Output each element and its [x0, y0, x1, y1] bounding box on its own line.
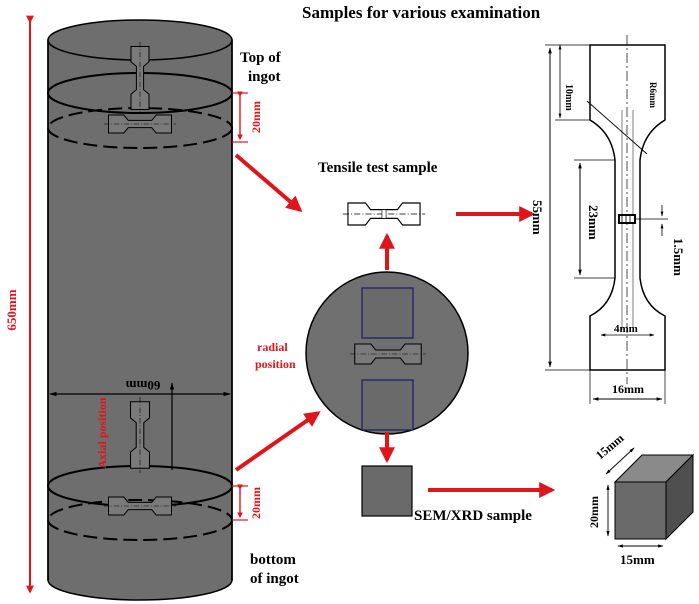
dim-r6-label: R6mm [648, 82, 658, 108]
slice-top-label: 20mm [249, 101, 263, 133]
radial-line2: position [255, 357, 296, 371]
tensile-detail-drawing: R6mm 55mm 10mm 23mm 1.5mm 4mm 16mm [530, 35, 686, 404]
cube-15-top-label: 15mm [593, 431, 627, 462]
cube-20-label: 20mm [587, 496, 601, 528]
axial-position-label: Axial position [95, 397, 109, 468]
sem-xrd-label: SEM/XRD sample [414, 508, 532, 524]
dim-1-5-label: 1.5mm [671, 238, 686, 276]
ingot-cylinder [47, 19, 233, 601]
dim-16-label: 16mm [612, 382, 644, 396]
top-of-ingot-line2: ingot [248, 69, 281, 85]
top-of-ingot-line1: Top of [240, 50, 282, 66]
cube-15-bottom-label: 15mm [620, 552, 655, 567]
sem-xrd-cube: 15mm 20mm 15mm [587, 431, 695, 567]
dim-23-label: 23mm [586, 205, 601, 240]
bottom-of-ingot-line1: bottom [250, 552, 296, 568]
dim-4-label: 4mm [614, 323, 638, 335]
diagram-title: Samples for various examination [302, 3, 541, 22]
radial-disc [305, 271, 469, 435]
dim-55-label: 55mm [530, 200, 545, 235]
tensile-sample-drawing [342, 202, 426, 226]
bottom-of-ingot-line2: of ingot [250, 571, 299, 587]
radial-line1: radial [257, 340, 288, 354]
height-dimension: 650mm [4, 15, 34, 594]
slice-bottom-label: 20mm [249, 487, 263, 519]
red-arrows [234, 153, 556, 498]
dim-10-label: 10mm [563, 84, 574, 111]
height-label: 650mm [4, 289, 19, 330]
diameter-label: 60mm [126, 378, 161, 393]
slice-bottom-dimension: 20mm [232, 484, 263, 521]
tensile-sample-label: Tensile test sample [318, 160, 438, 176]
diameter-dimension: 60mm [49, 378, 231, 470]
sem-xrd-square [361, 465, 413, 517]
slice-top-dimension: 20mm [232, 91, 263, 143]
